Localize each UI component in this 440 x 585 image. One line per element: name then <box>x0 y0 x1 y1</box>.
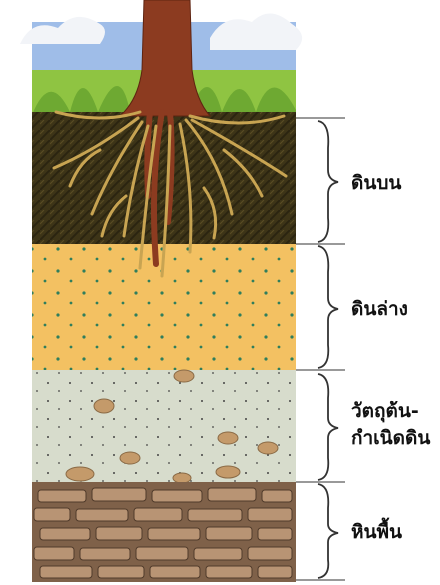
label-bedrock: หินพื้น <box>351 519 402 546</box>
bedrock-bracket <box>318 484 338 578</box>
bedrock-layer <box>32 482 296 582</box>
subsoil-bracket <box>318 246 338 368</box>
label-parent-material-line-2: กำเนิดดิน <box>351 425 430 452</box>
topsoil-layer <box>32 112 296 244</box>
label-subsoil: ดินล่าง <box>351 296 408 323</box>
label-topsoil-text: ดินบน <box>351 172 401 194</box>
layer-brackets <box>296 118 345 580</box>
parent-material-layer <box>32 370 296 483</box>
label-bedrock-text: หินพื้น <box>351 521 402 543</box>
label-topsoil: ดินบน <box>351 170 401 197</box>
label-parent-material: วัตถุต้น- กำเนิดดิน <box>351 398 430 452</box>
label-parent-material-line-1: วัตถุต้น- <box>351 398 430 425</box>
label-subsoil-text: ดินล่าง <box>351 298 408 320</box>
parent-material-bracket <box>318 374 338 480</box>
topsoil-bracket <box>318 121 338 242</box>
